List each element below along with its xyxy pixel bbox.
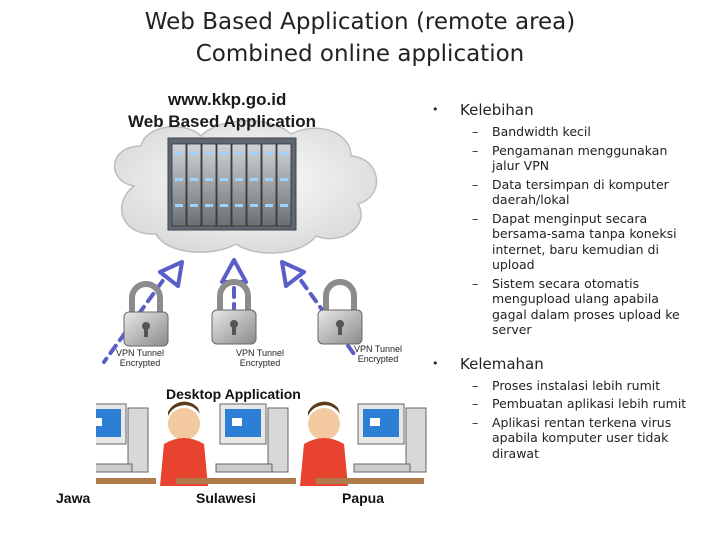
user-computer-icon-sulawesi [160,401,296,486]
list-item: –Dapat menginput secara bersama-sama tan… [472,210,677,273]
diagram-graphics [96,120,427,486]
user-computer-icon-papua [300,401,427,486]
list-item-text: Data tersimpan di komputer daerah/lokal [492,176,669,208]
list-item-text: Bandwidth kecil [492,124,591,139]
list-item: –Aplikasi rentan terkena virus apabila k… [472,414,672,461]
lock-icon-right [317,279,363,345]
advantages-section: • Kelebihan [432,100,692,120]
vpn-label-line-2: Encrypted [119,358,161,368]
bullet-list: • Kelebihan –Bandwidth kecil –Pengamanan… [432,100,692,464]
list-item: –Proses instalasi lebih rumit [472,377,661,393]
list-item: –Pembuatan aplikasi lebih rumit [472,396,687,411]
lock-icon-left [123,281,169,347]
list-item-text: Sistem secara otomatis mengupload ulang … [492,275,680,338]
disadvantages-list: –Proses instalasi lebih rumit –Pembuatan… [472,378,692,462]
disadvantages-section: • Kelemahan [432,354,692,374]
list-item: –Bandwidth kecil [472,124,591,139]
list-item-text: Dapat menginput secara bersama-sama tanp… [492,210,677,273]
list-item: –Data tersimpan di komputer daerah/lokal [472,176,669,208]
site-url: www.kkp.go.id [168,90,287,109]
server-rack-icon [167,137,297,231]
vpn-label-line-1: VPN Tunnel [354,344,403,354]
list-item-text: Pembuatan aplikasi lebih rumit [492,396,687,411]
list-item-text: Aplikasi rentan terkena virus apabila ko… [492,414,672,461]
bullet-dot: • [432,103,439,116]
site-label-sulawesi: Sulawesi [196,490,256,506]
vpn-label-left: VPN Tunnel Encrypted [116,348,164,368]
vpn-label-center: VPN Tunnel Encrypted [236,348,284,368]
slide-title: Web Based Application (remote area) Comb… [0,6,720,70]
slide-title-line-1: Web Based Application (remote area) [144,9,576,35]
vpn-label-line-2: Encrypted [357,354,399,364]
user-computer-icon-jawa [96,403,156,484]
advantages-list: –Bandwidth kecil –Pengamanan menggunakan… [472,124,692,338]
site-label-papua: Papua [342,490,385,506]
desktop-app-label: Desktop Application [166,386,301,402]
site-label-jawa: Jawa [56,490,91,506]
list-item: –Sistem secara otomatis mengupload ulang… [472,275,680,338]
slide-title-line-2: Combined online application [195,41,525,67]
advantages-heading: Kelebihan [460,101,534,119]
lock-icon-center [211,279,257,345]
bullet-dot: • [432,356,439,370]
vpn-label-line-1: VPN Tunnel [236,348,285,358]
vpn-label-line-1: VPN Tunnel [116,348,165,358]
disadvantages-heading: Kelemahan [460,354,544,373]
web-app-label: Web Based Application [128,112,316,131]
list-item-text: Proses instalasi lebih rumit [492,377,661,393]
vpn-label-right: VPN Tunnel Encrypted [354,344,402,364]
list-item: –Pengamanan menggunakan jalur VPN [472,142,668,174]
vpn-label-line-2: Encrypted [239,358,281,368]
network-diagram: www.kkp.go.id Web Based Application VPN … [56,86,428,516]
list-item-text: Pengamanan menggunakan jalur VPN [492,142,668,174]
